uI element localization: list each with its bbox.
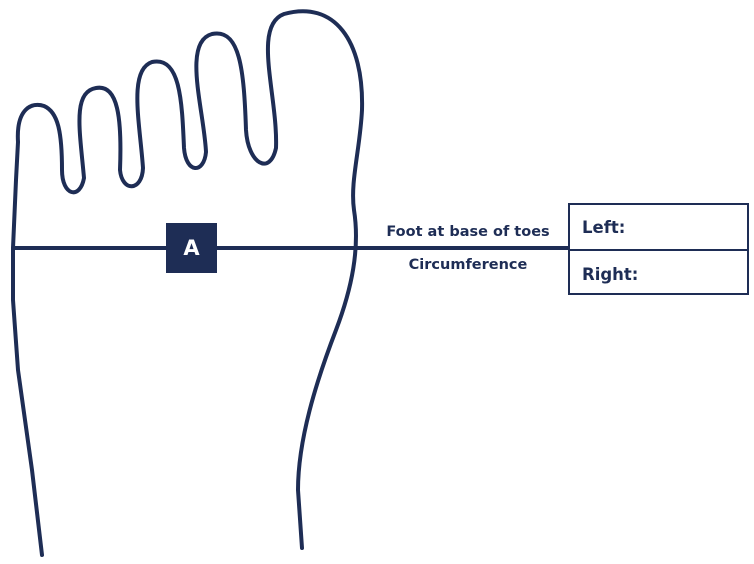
right-measurement-field[interactable]: Right:: [570, 251, 747, 295]
label-circumference: Circumference: [380, 258, 556, 273]
marker-a: A: [166, 223, 217, 273]
right-label: Right:: [582, 265, 638, 284]
foot-outline: [13, 11, 362, 555]
left-measurement-field[interactable]: Left:: [570, 205, 747, 251]
left-label: Left:: [582, 218, 625, 237]
label-foot-base-of-toes: Foot at base of toes: [380, 225, 556, 240]
measurement-entry-table: Left: Right:: [568, 203, 749, 295]
